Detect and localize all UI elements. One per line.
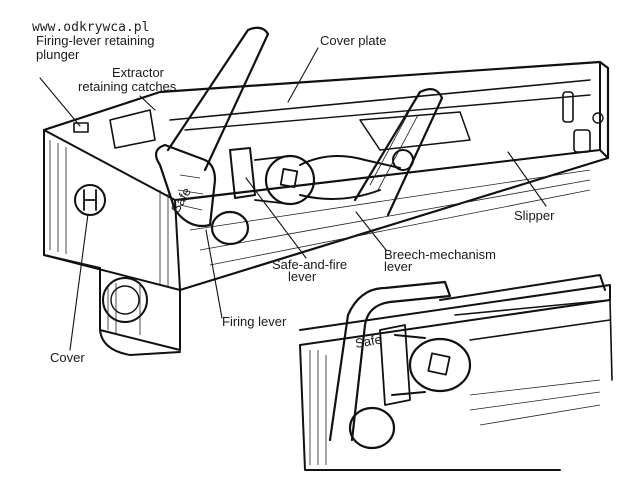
- label-breech-mechanism-lever-line2: lever: [384, 259, 413, 274]
- firing-lever-main: Safe: [154, 26, 270, 246]
- label-slipper: Slipper: [514, 208, 555, 223]
- detail-lever-engraving: Safe: [354, 332, 383, 351]
- watermark: www.odkrywca.pl: [32, 20, 149, 35]
- label-safe-and-fire-lever-line1: Safe-and-fire: [272, 257, 347, 272]
- label-firing-lever-retaining-plunger-line2: plunger: [36, 47, 80, 62]
- label-breech-mechanism-lever-line1: Breech-mechanism: [384, 247, 496, 262]
- safe-and-fire-lever-main: [229, 147, 316, 206]
- label-extractor-line1: Extractor: [112, 65, 165, 80]
- breech-mechanism-lever-main: [299, 87, 444, 217]
- label-safe-and-fire-lever-line2: lever: [288, 269, 317, 284]
- label-cover-plate: Cover plate: [320, 33, 386, 48]
- leader-lines: [39, 47, 547, 351]
- breech-block: [42, 60, 610, 356]
- label-cover: Cover: [50, 350, 85, 365]
- main-lever-engraving: Safe: [168, 185, 194, 216]
- detail-inset: Safe: [299, 274, 613, 471]
- label-firing-lever-retaining-plunger-line1: Firing-lever retaining: [36, 33, 155, 48]
- label-firing-lever: Firing lever: [222, 314, 287, 329]
- label-extractor-line2: retaining catches: [78, 79, 177, 94]
